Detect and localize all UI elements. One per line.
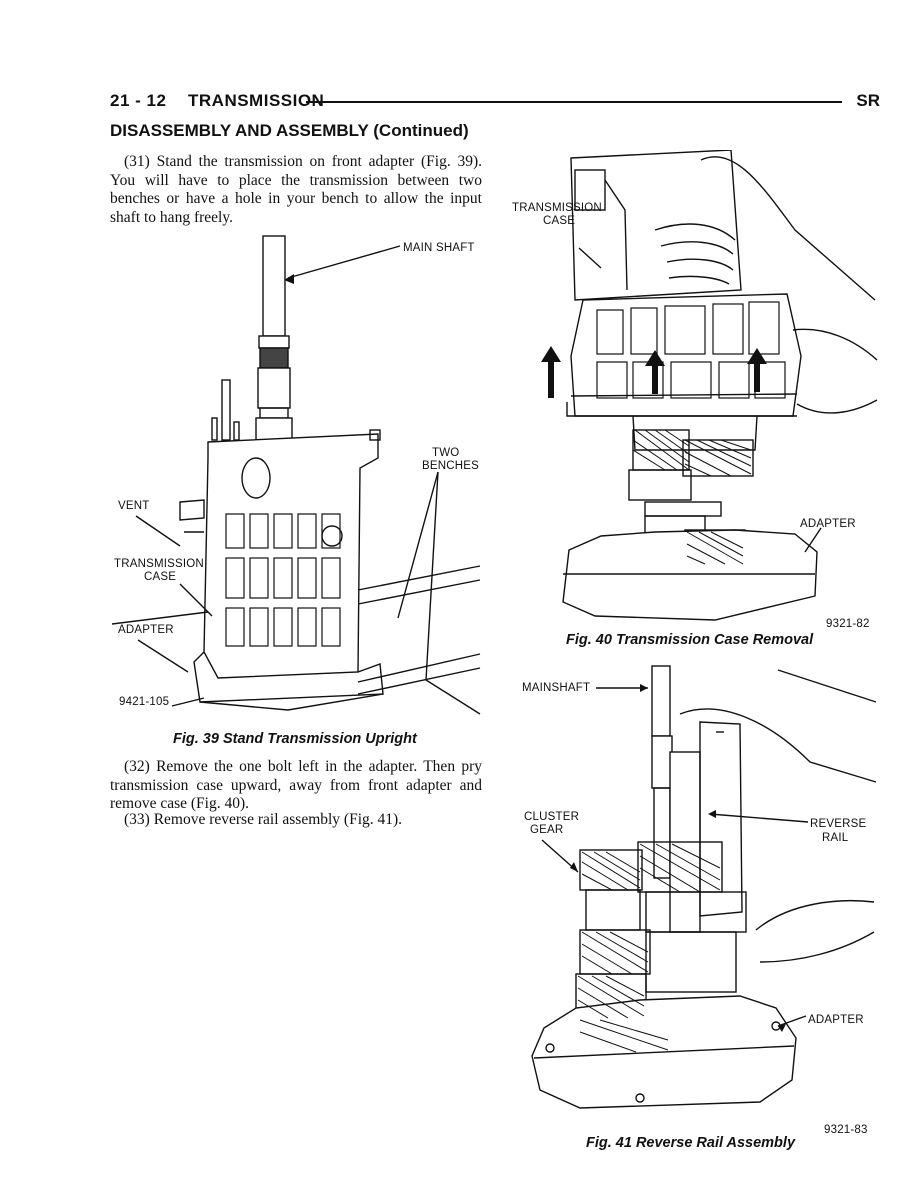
step-33-text: (33) Remove reverse rail assembly (Fig. … [110, 811, 482, 830]
step-32-body: (32) Remove the one bolt left in the ada… [110, 758, 482, 812]
page-number: 21 - 12 [110, 91, 167, 110]
fig39-illustration [111, 235, 481, 715]
fig41-label-cluster: CLUSTER [524, 811, 580, 823]
fig40-figure-code: 9321-82 [826, 618, 870, 630]
fig41-label-reverse: REVERSE [810, 818, 867, 830]
fig41-label-adapter: ADAPTER [808, 1014, 864, 1026]
header-rule [306, 101, 842, 103]
step-32-text: (32) Remove the one bolt left in the ada… [110, 758, 482, 814]
section-name: TRANSMISSION [188, 91, 325, 110]
fig41-illustration [531, 665, 877, 1109]
fig40-label-adapter: ADAPTER [800, 518, 856, 530]
fig39-label-case: CASE [144, 571, 177, 583]
fig39-figure-code: 9421-105 [119, 696, 170, 708]
fig39-label-benches: BENCHES [422, 460, 479, 472]
fig41-figure-code: 9321-83 [824, 1124, 868, 1136]
section-title: DISASSEMBLY AND ASSEMBLY (Continued) [110, 121, 469, 140]
step-31-text: (31) Stand the transmission on front ada… [110, 153, 482, 227]
fig40-caption: Fig. 40 Transmission Case Removal [566, 632, 814, 648]
fig39-label-vent: VENT [118, 500, 150, 512]
step-31-body: (31) Stand the transmission on front ada… [110, 153, 482, 226]
fig39-label-transmission: TRANSMISSION [114, 558, 204, 570]
fig40-label-case: CASE [543, 215, 576, 227]
step-33-body: (33) Remove reverse rail assembly (Fig. … [124, 811, 403, 828]
page-header: 21 - 12 TRANSMISSION SR [110, 88, 880, 114]
fig41-label-gear: GEAR [530, 824, 564, 836]
fig40-label-transmission: TRANSMISSION [512, 202, 602, 214]
model-code: SR [856, 91, 880, 110]
fig40-illustration [541, 150, 878, 621]
fig39-caption: Fig. 39 Stand Transmission Upright [173, 731, 417, 747]
fig41-label-rail: RAIL [822, 832, 849, 844]
fig39-label-adapter: ADAPTER [118, 624, 174, 636]
fig41-label-mainshaft: MAINSHAFT [522, 682, 591, 694]
fig39-label-main-shaft: MAIN SHAFT [403, 242, 475, 254]
fig39-label-two: TWO [432, 447, 460, 459]
fig41-caption: Fig. 41 Reverse Rail Assembly [586, 1135, 796, 1151]
